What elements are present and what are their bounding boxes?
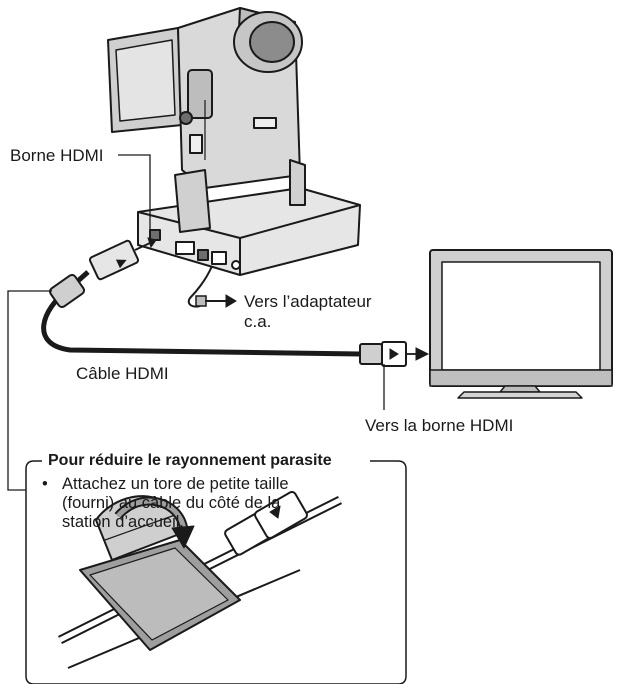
hdmi-cable-label: Câble HDMI bbox=[76, 364, 169, 383]
note-line-1: Attachez un tore de petite taille bbox=[62, 475, 289, 493]
ac-adapter-label-line1: Vers l’adaptateur bbox=[244, 292, 372, 311]
core-callout-line bbox=[7, 290, 52, 491]
docking-station-illustration bbox=[137, 159, 361, 276]
television-illustration bbox=[429, 249, 613, 399]
note-line-3: station d’accueil. bbox=[62, 513, 184, 531]
note-title: Pour réduire le rayonnement parasite bbox=[48, 452, 332, 469]
ac-adapter-plug bbox=[187, 265, 237, 308]
hdmi-cable bbox=[41, 237, 430, 367]
hdmi-terminal-label: Borne HDMI bbox=[10, 146, 104, 165]
camcorder-illustration bbox=[107, 7, 303, 189]
note-bullet: • bbox=[42, 475, 48, 493]
note-frame bbox=[25, 460, 407, 684]
tv-hdmi-label: Vers la borne HDMI bbox=[365, 416, 514, 435]
ac-adapter-label-line2: c.a. bbox=[244, 312, 272, 331]
ferrite-core-illustration bbox=[57, 490, 343, 669]
note-line-2: (fourni) au câble du côté de la bbox=[62, 494, 281, 512]
hdmi-terminal-leader bbox=[118, 154, 151, 234]
